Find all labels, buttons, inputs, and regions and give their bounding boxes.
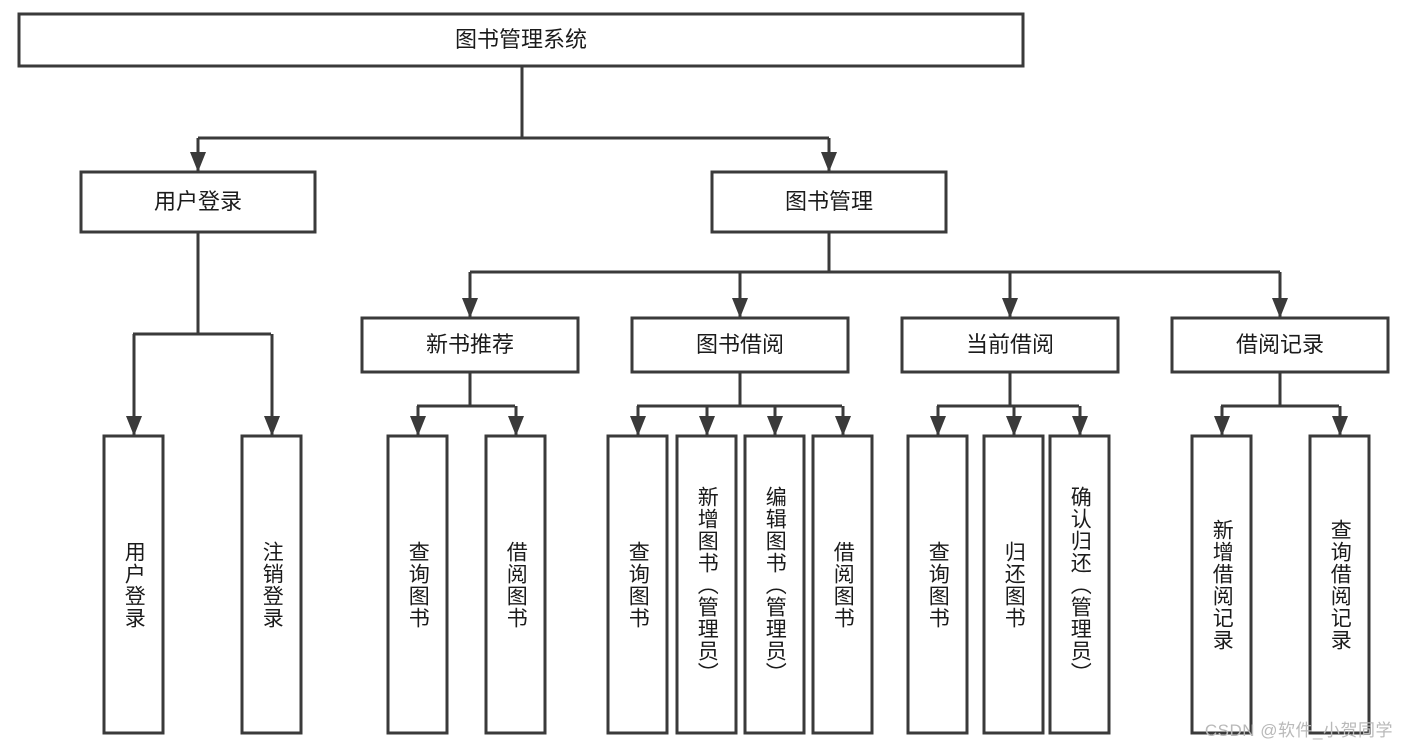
node-new-book-recommend[interactable] <box>360 316 580 374</box>
node-borrow-records-label: 借阅记录 <box>1236 332 1324 357</box>
node-leaf-query-book-new[interactable] <box>386 434 449 735</box>
node-book-borrow[interactable] <box>630 316 850 374</box>
csdn-watermark: CSDN @软件_小贺同学 <box>1204 721 1393 740</box>
node-leaf-edit-book[interactable] <box>743 434 806 735</box>
node-book-borrow-label: 图书借阅 <box>696 332 784 357</box>
node-borrow-records[interactable] <box>1170 316 1390 374</box>
node-leaf-logout[interactable] <box>240 434 303 735</box>
node-leaf-query-borrow-record[interactable] <box>1308 434 1371 735</box>
node-root-label: 图书管理系统 <box>455 27 587 52</box>
node-current-borrow-label: 当前借阅 <box>966 332 1054 357</box>
node-book-management-label: 图书管理 <box>785 189 873 214</box>
node-user-login[interactable] <box>79 170 317 234</box>
node-leaf-borrow-book-new[interactable] <box>484 434 547 735</box>
node-leaf-user-login[interactable] <box>102 434 165 735</box>
node-leaf-query-book-current[interactable] <box>906 434 969 735</box>
node-new-book-recommend-label: 新书推荐 <box>426 332 514 357</box>
node-current-borrow[interactable] <box>900 316 1120 374</box>
node-leaf-query-book-borrow[interactable] <box>606 434 669 735</box>
node-leaf-borrow-book[interactable] <box>811 434 874 735</box>
node-leaf-confirm-return[interactable] <box>1048 434 1111 735</box>
node-leaf-add-book[interactable] <box>675 434 738 735</box>
node-box-layer <box>17 12 1390 735</box>
node-leaf-add-borrow-record[interactable] <box>1190 434 1253 735</box>
node-root[interactable] <box>17 12 1025 68</box>
connector-layer <box>126 66 1348 436</box>
node-leaf-return-book[interactable] <box>982 434 1045 735</box>
node-user-login-label: 用户登录 <box>154 189 242 214</box>
node-book-management[interactable] <box>710 170 948 234</box>
